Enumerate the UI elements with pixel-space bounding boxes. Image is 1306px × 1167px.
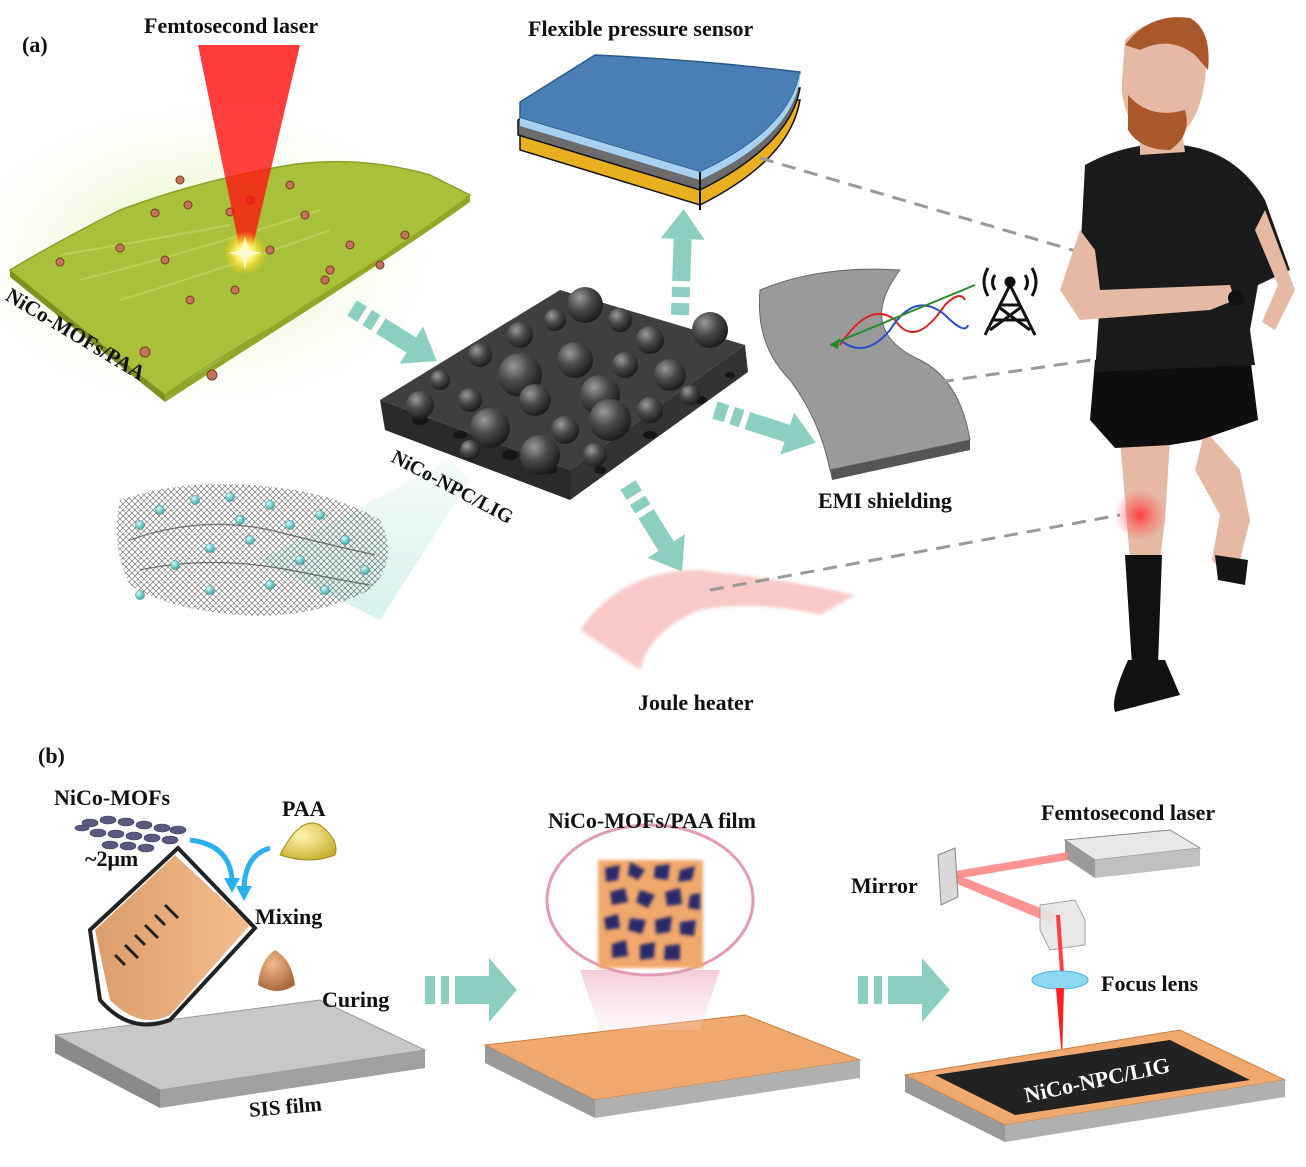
joule-heater-sheet (580, 570, 855, 670)
flexible-pressure-sensor (517, 54, 801, 210)
mixing-arrows (189, 837, 271, 889)
lig-mesh (116, 484, 389, 616)
paa-label: PAA (282, 796, 326, 821)
femtosecond-laser-label-a: Femtosecond laser (144, 13, 319, 38)
beaker (87, 845, 258, 1027)
laser-setup (937, 829, 1202, 1060)
panel-a-tag: (a) (22, 32, 48, 57)
paa-drop (279, 822, 337, 861)
film-label: NiCo-MOFs/PAA film (548, 808, 756, 833)
runner-figure (1060, 17, 1295, 712)
mof-flakes (74, 815, 187, 853)
mixture-drop (258, 950, 295, 991)
flexible-pressure-sensor-label: Flexible pressure sensor (528, 16, 754, 41)
nico-mofs-label: NiCo-MOFs (54, 785, 171, 810)
emi-shielding-sheet (758, 268, 976, 480)
curing-label: Curing (322, 987, 390, 1012)
emi-shielding-label: EMI shielding (818, 488, 952, 513)
nico-mofs-paa-film-slab (483, 1014, 862, 1118)
mixing-label: Mixing (255, 904, 323, 929)
nico-npc-lig-block (380, 287, 748, 500)
size-label: ~2μm (85, 846, 139, 871)
focus-lens-label: Focus lens (1101, 971, 1199, 996)
mirror-label: Mirror (851, 873, 918, 898)
panel-b-tag: (b) (38, 743, 65, 768)
antenna-tower-icon (982, 267, 1038, 336)
film-zoom-bubble (545, 823, 755, 1030)
femtosecond-laser-label-b: Femtosecond laser (1041, 800, 1216, 825)
nico-mofs-paa-film (0, 105, 472, 405)
process-arrows (347, 209, 816, 572)
joule-heater-label: Joule heater (638, 690, 754, 715)
laser-beam (198, 45, 300, 275)
final-lig-slab (903, 1029, 1287, 1142)
sis-film-slab (53, 999, 427, 1108)
process-arrows-b (425, 958, 950, 1022)
